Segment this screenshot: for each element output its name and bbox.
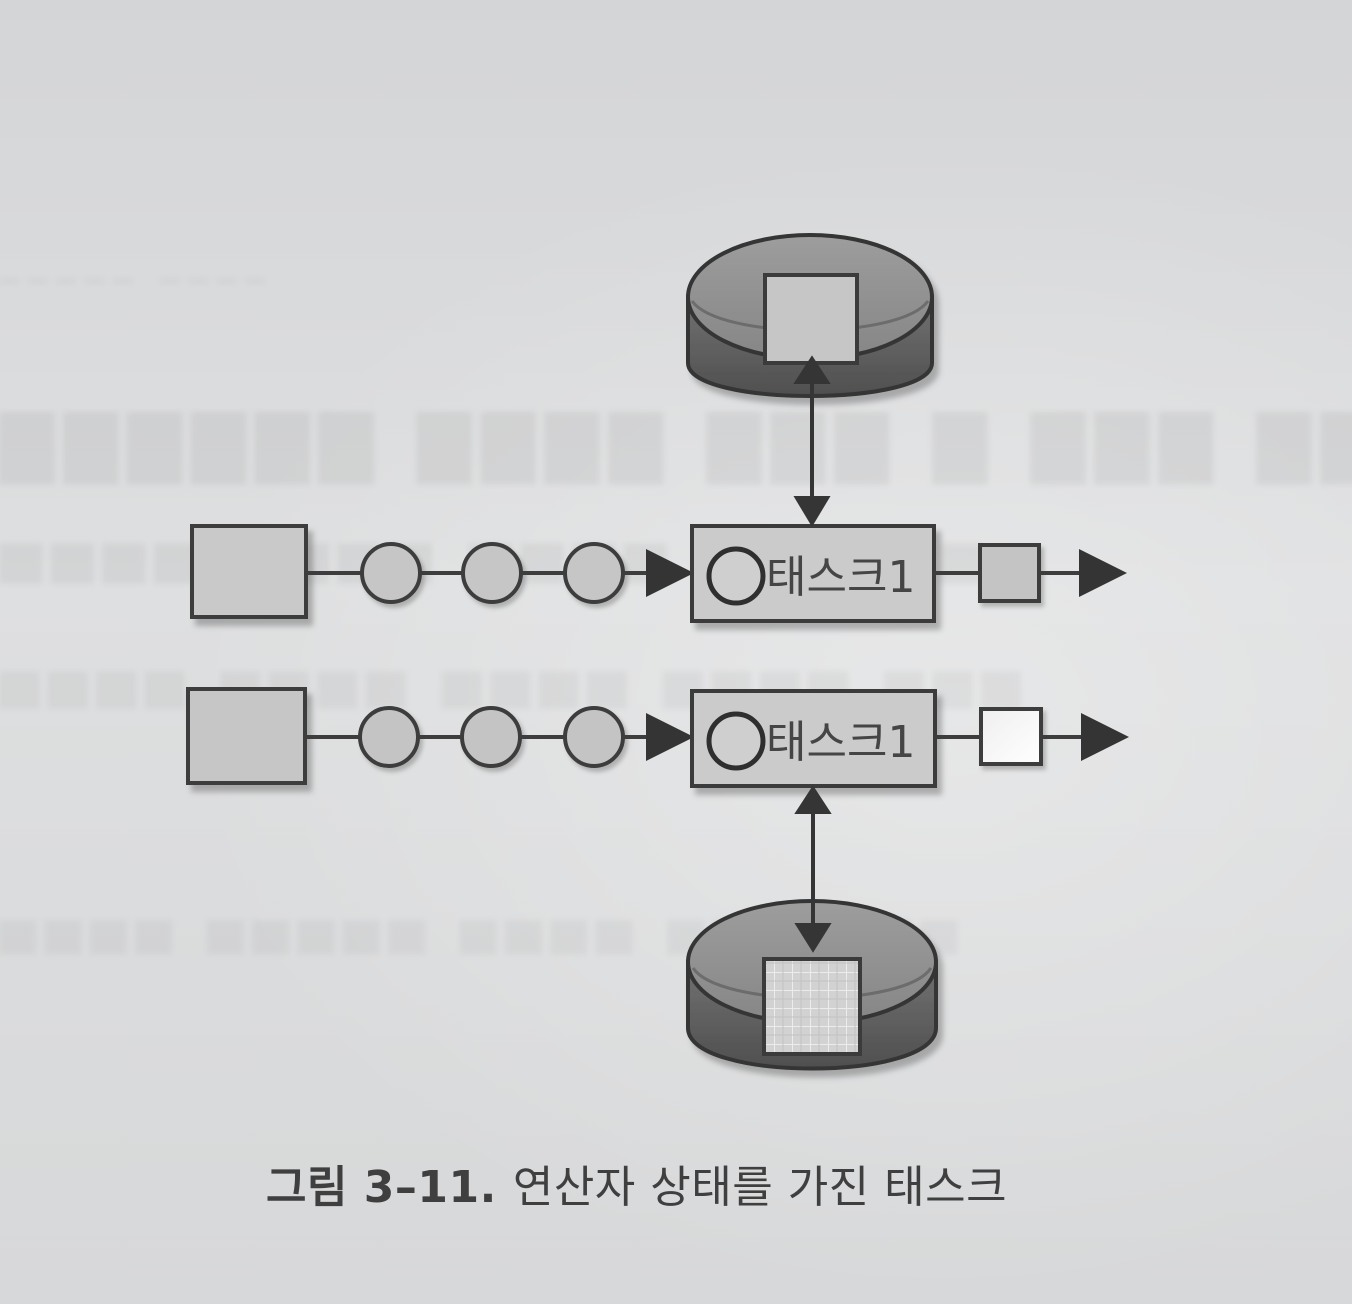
row-1-output-block: [978, 543, 1041, 603]
row-1-event-circle-1: [360, 542, 422, 604]
row-2-output-block: [979, 707, 1043, 766]
figure-number: 그림 3–11.: [266, 1162, 497, 1213]
row-2-flow: 태스크1: [186, 687, 1129, 788]
state-access-arrows: [793, 355, 832, 953]
figure-title: 연산자 상태를 가진 태스크: [512, 1162, 1008, 1213]
show-through-text-1: ▇▇▇▇▇▇ ▇▇▇▇ ▇▇▇ ▇ ▇▇▇ ▇▇: [0, 402, 1352, 484]
top-state-up-arrowhead: [793, 355, 831, 384]
row-2-task-label: 태스크1: [766, 717, 915, 768]
row-1-flow: 태스크1: [190, 524, 1127, 623]
row-1-source-block: [190, 524, 308, 619]
figure-caption: 그림 3–11. 연산자 상태를 가진 태스크: [266, 1162, 1007, 1214]
row-2-event-circle-2: [460, 706, 522, 768]
row-2-source-block: [186, 687, 307, 785]
top-state-down-arrowhead: [793, 496, 831, 527]
row-1-task-icon: [706, 546, 766, 606]
bottom-state-database: [686, 899, 938, 1071]
show-through-text-top: ▁▁▁▁▁ ▁▁▁▁: [0, 255, 275, 283]
row-2-task-icon: [706, 711, 766, 771]
row-1-event-circle-3: [563, 542, 625, 604]
bottom-state-block: [762, 957, 862, 1056]
row-1-task-label: 태스크1: [766, 552, 915, 603]
bottom-state-up-arrowhead: [794, 785, 832, 814]
bottom-state-down-arrowhead: [794, 923, 832, 953]
row-2-event-circle-1: [358, 706, 420, 768]
row-2-event-circle-3: [563, 706, 625, 768]
row-1-event-circle-2: [461, 542, 523, 604]
top-state-block: [763, 273, 859, 365]
top-state-database: [686, 233, 934, 398]
